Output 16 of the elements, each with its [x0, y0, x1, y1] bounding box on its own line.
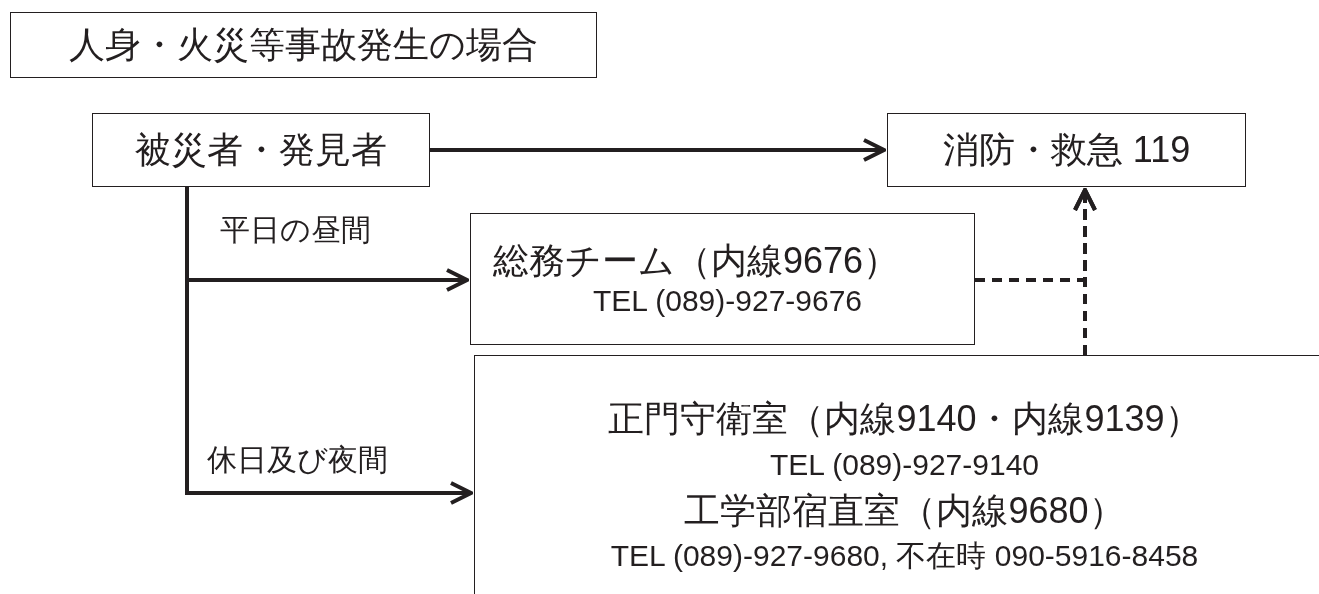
arrow	[430, 138, 886, 162]
contact-box	[92, 113, 430, 187]
contact-text: 工学部宿直室（内線9680）	[684, 488, 1125, 533]
title-box: 人身・火災等事故発生の場合	[10, 12, 597, 78]
contact-text: 被災者・発見者	[135, 128, 387, 172]
contact-text: TEL (089)-927-9140	[769, 447, 1040, 484]
arrow	[1073, 188, 1097, 355]
arrow	[185, 187, 473, 505]
contact-text: 消防・救急 119	[942, 128, 1191, 172]
contact-box	[474, 355, 1319, 594]
contact-text: TEL (089)-927-9676	[593, 282, 863, 319]
contact-box	[470, 213, 975, 345]
contact-text: 正門守衛室（内線9140・内線9139）	[608, 397, 1201, 442]
contact-text: 総務チーム（内線9676）	[493, 238, 900, 283]
contact-text: TEL (089)-927-9680, 不在時 090-5916-8458	[610, 538, 1199, 575]
contact-box	[887, 113, 1246, 187]
